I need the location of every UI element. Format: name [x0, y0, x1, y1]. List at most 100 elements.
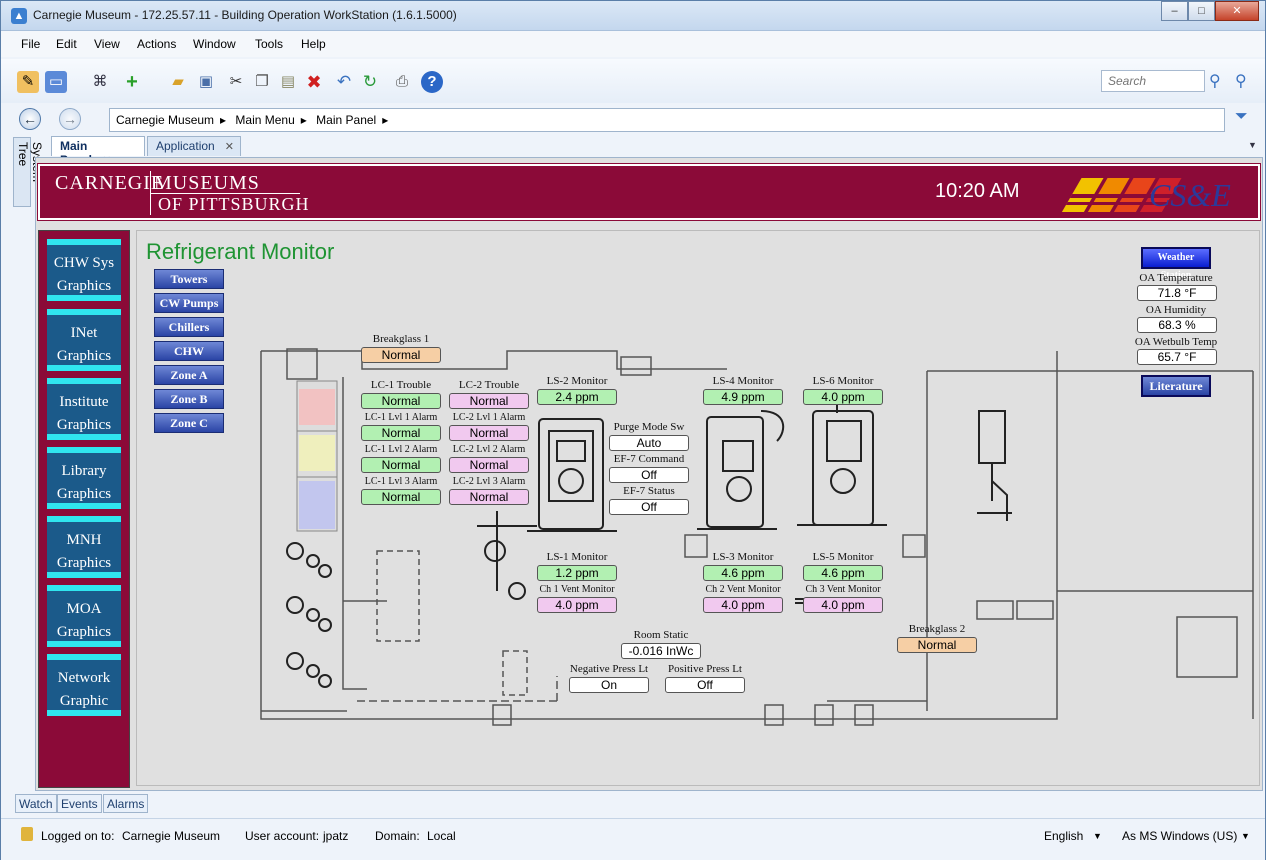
lc2-lvl2-label: LC-2 Lvl 2 Alarm	[452, 444, 526, 455]
keyboard-select[interactable]: As MS Windows (US)	[1122, 829, 1238, 843]
tab-events[interactable]: Events	[57, 794, 102, 813]
positive-press-value[interactable]: Off	[665, 677, 745, 693]
oa-temp-value[interactable]: 71.8 °F	[1137, 285, 1217, 301]
oa-humidity-value[interactable]: 68.3 %	[1137, 317, 1217, 333]
ef7-command-label: EF-7 Command	[613, 453, 685, 465]
breadcrumb-item[interactable]: Carnegie Museum	[116, 113, 215, 127]
system-tree-tab[interactable]: System Tree	[13, 137, 44, 207]
refresh-icon[interactable]: ↻	[362, 72, 378, 91]
lc2-trouble-value[interactable]: Normal	[449, 393, 529, 409]
chevron-down-icon[interactable]: ▼	[1241, 831, 1250, 841]
add-icon[interactable]: +	[126, 71, 138, 93]
menu-window[interactable]: Window	[193, 37, 236, 51]
chillers-button[interactable]: Chillers	[154, 317, 224, 337]
ls3-monitor-value[interactable]: 4.6 ppm	[703, 565, 783, 581]
tab-alarms[interactable]: Alarms	[103, 794, 149, 813]
logo-text: CARNEGIE	[55, 172, 165, 194]
help-icon[interactable]: ?	[421, 71, 443, 93]
open-folder-icon[interactable]: ▰	[172, 73, 184, 90]
tab-list-chevron-icon[interactable]: ▼	[1248, 140, 1257, 150]
room-static-value[interactable]: -0.016 InWc	[621, 643, 701, 659]
menu-edit[interactable]: Edit	[56, 37, 77, 51]
ch3-vent-value[interactable]: 4.0 ppm	[803, 597, 883, 613]
breakglass2-value[interactable]: Normal	[897, 637, 977, 653]
ef7-command-value[interactable]: Off	[609, 467, 689, 483]
minimize-button[interactable]: –	[1161, 1, 1188, 21]
tab-application[interactable]: Application✕	[147, 136, 241, 156]
breadcrumb-item[interactable]: Main Menu	[235, 113, 295, 127]
language-select[interactable]: English	[1044, 829, 1084, 843]
delete-icon[interactable]: ✖	[306, 72, 322, 92]
lc2-lvl1-value[interactable]: Normal	[449, 425, 529, 441]
lc1-trouble-value[interactable]: Normal	[361, 393, 441, 409]
room-static-label: Room Static	[633, 629, 689, 641]
menu-file[interactable]: File	[21, 37, 41, 51]
ls1-monitor-value[interactable]: 1.2 ppm	[537, 565, 617, 581]
oa-temp-label: OA Temperature	[1139, 272, 1213, 284]
ls2-monitor-value[interactable]: 2.4 ppm	[537, 389, 617, 405]
ls4-monitor-value[interactable]: 4.9 ppm	[703, 389, 783, 405]
weather-station-button[interactable]: Weather Station	[1141, 247, 1211, 281]
cut-icon[interactable]: ✂	[229, 73, 243, 90]
ch2-vent-label: Ch 2 Vent Monitor	[705, 584, 781, 595]
menu-view[interactable]: View	[94, 37, 120, 51]
tab-watch[interactable]: Watch	[15, 794, 57, 813]
close-tab-icon[interactable]: ✕	[224, 141, 234, 153]
close-button[interactable]: ✕	[1215, 1, 1259, 21]
negative-press-value[interactable]: On	[569, 677, 649, 693]
lc1-lvl3-value[interactable]: Normal	[361, 489, 441, 505]
menu-tools[interactable]: Tools	[255, 37, 284, 51]
zone-c-button[interactable]: Zone C	[154, 413, 224, 433]
purge-mode-value[interactable]: Auto	[609, 435, 689, 451]
filter-icon[interactable]: ⏷	[1235, 108, 1248, 125]
cw-pumps-button[interactable]: CW Pumps	[154, 293, 224, 313]
lc1-lvl1-value[interactable]: Normal	[361, 425, 441, 441]
ls5-monitor-value[interactable]: 4.6 ppm	[803, 565, 883, 581]
window-icon[interactable]: ▭	[45, 71, 67, 93]
breadcrumb-item[interactable]: Main Panel	[316, 113, 377, 127]
literature-button[interactable]: Literature	[1141, 375, 1211, 397]
search-input[interactable]	[1101, 70, 1205, 92]
forward-icon[interactable]: →	[59, 108, 81, 130]
chevron-down-icon[interactable]: ▼	[1093, 831, 1102, 841]
tab-main-panel[interactable]: Main Panel✕	[51, 136, 145, 167]
print-icon[interactable]: ⎙	[395, 73, 408, 90]
towers-button[interactable]: Towers	[154, 269, 224, 289]
paint-icon[interactable]: ✎	[17, 71, 39, 93]
search-icon[interactable]: ⚲	[1209, 73, 1221, 90]
advanced-search-icon[interactable]: ⚲	[1235, 73, 1247, 90]
zone-a-button[interactable]: Zone A	[154, 365, 224, 385]
menu-help[interactable]: Help	[301, 37, 326, 51]
ch1-vent-value[interactable]: 4.0 ppm	[537, 597, 617, 613]
ef7-status-value[interactable]: Off	[609, 499, 689, 515]
device-icon[interactable]: ⌘	[92, 73, 108, 90]
breakglass1-value[interactable]: Normal	[361, 347, 441, 363]
lc1-lvl3-label: LC-1 Lvl 3 Alarm	[364, 476, 438, 487]
lc1-lvl2-value[interactable]: Normal	[361, 457, 441, 473]
zone-b-button[interactable]: Zone B	[154, 389, 224, 409]
copy-icon[interactable]: ❐	[255, 73, 269, 90]
clock: 10:20 AM	[935, 180, 1020, 202]
paste-icon[interactable]: ▤	[280, 73, 296, 90]
breadcrumb[interactable]: Carnegie Museum▸ Main Menu▸ Main Panel▸	[109, 108, 1225, 132]
undo-icon[interactable]: ↶	[336, 72, 352, 91]
lc2-lvl3-value[interactable]: Normal	[449, 489, 529, 505]
maximize-button[interactable]: □	[1188, 1, 1215, 21]
oa-wetbulb-value[interactable]: 65.7 °F	[1137, 349, 1217, 365]
lc2-lvl2-value[interactable]: Normal	[449, 457, 529, 473]
purge-mode-label: Purge Mode Sw	[613, 421, 685, 433]
lc2-trouble-label: LC-2 Trouble	[458, 379, 520, 391]
back-icon[interactable]: ←	[19, 108, 41, 130]
ch2-vent-value[interactable]: 4.0 ppm	[703, 597, 783, 613]
save-icon[interactable]: ▣	[198, 73, 214, 90]
chw-pumps-button[interactable]: CHW Pumps	[154, 341, 224, 376]
menu-actions[interactable]: Actions	[137, 37, 177, 51]
ls6-monitor-value[interactable]: 4.0 ppm	[803, 389, 883, 405]
